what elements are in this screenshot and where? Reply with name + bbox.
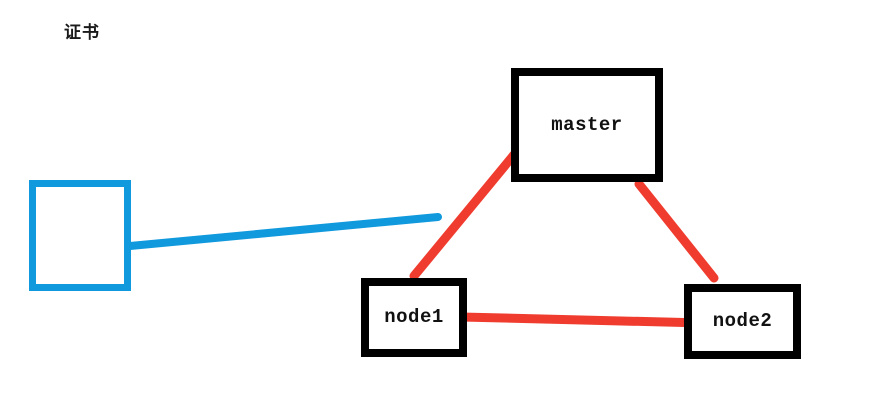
edge-master-to-node2: [634, 179, 719, 283]
certificate-node[interactable]: [29, 180, 131, 291]
edge-certificate-to-cluster: [126, 213, 442, 250]
master-node-label: master: [551, 113, 623, 136]
node1-node-label: node1: [384, 306, 444, 328]
node2-node[interactable]: node2: [684, 284, 801, 359]
master-node[interactable]: master: [511, 68, 663, 182]
node1-node[interactable]: node1: [361, 278, 467, 357]
certificate-caption: 证书: [64, 23, 100, 43]
edge-node1-to-master: [409, 140, 527, 281]
edge-node1-to-node2: [456, 312, 709, 328]
node2-node-label: node2: [712, 310, 773, 332]
